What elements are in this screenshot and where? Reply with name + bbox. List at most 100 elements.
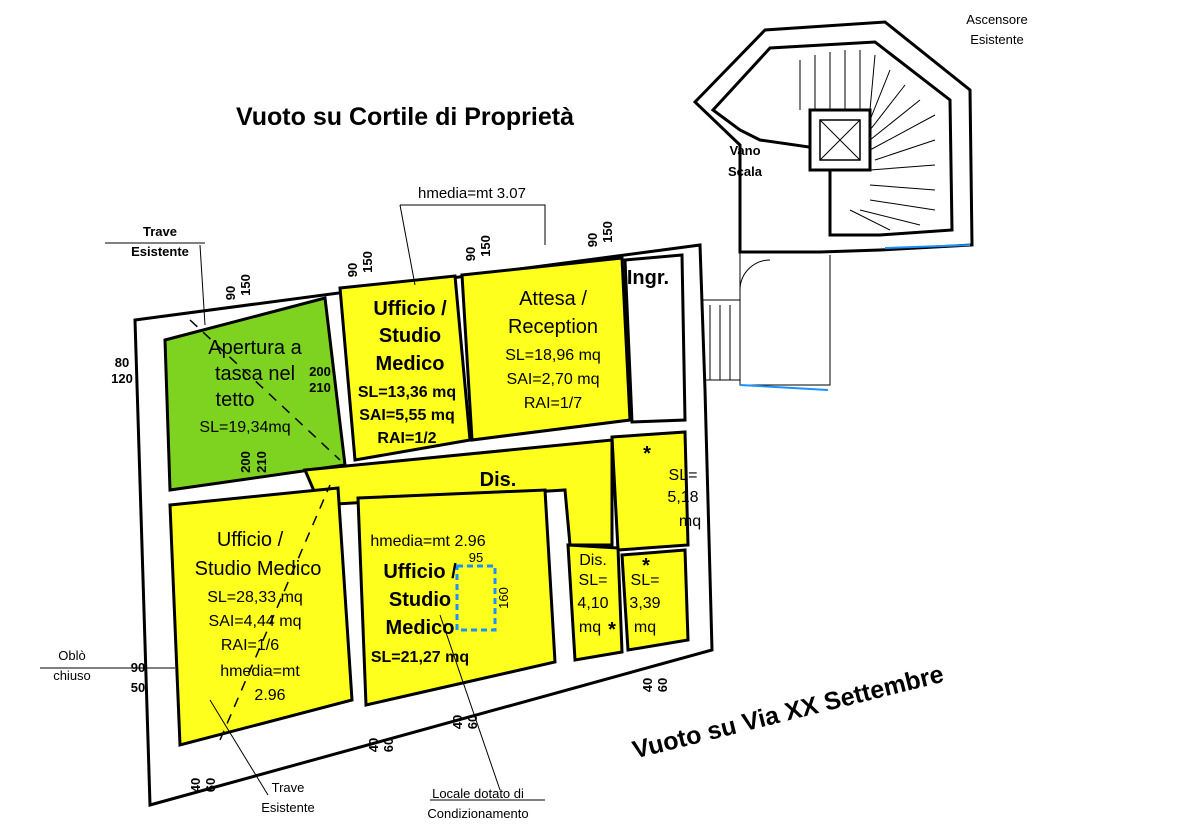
room-entrance-label: Ingr.: [627, 267, 669, 289]
room-area: SL=21,27 mq: [371, 649, 469, 666]
room-dis-small-labels: Dis. SL= 4,10 mq *: [577, 552, 616, 641]
room-name: tasca nel: [215, 363, 295, 385]
room-name: Medico: [376, 353, 445, 375]
elevator-label-2: Esistente: [970, 32, 1023, 47]
skylight-width: 95: [469, 550, 483, 565]
room-hmedia: 2.96: [254, 687, 285, 704]
room-entrance: [623, 253, 687, 424]
window-height: 150: [478, 235, 493, 257]
oblo-height: 50: [131, 680, 145, 695]
beam-top-label-1: Trave: [143, 224, 177, 239]
window-width: 90: [585, 233, 600, 247]
room-office-top-labels: Ufficio / Studio Medico SL=13,36 mq SAI=…: [358, 298, 456, 447]
room-area: SL=13,36 mq: [358, 384, 456, 401]
room-sai: SAI=2,70 mq: [507, 371, 600, 388]
window-height: 150: [600, 221, 615, 243]
room-name: Apertura a: [208, 337, 302, 359]
ac-label-1: Locale dotato di: [432, 786, 524, 801]
skylight-marker: [455, 564, 497, 632]
window-width: 40: [366, 738, 381, 752]
room-office-mid-labels: hmedia=mt 2.96 95 160 Ufficio / Studio M…: [370, 533, 511, 666]
window-height: 60: [203, 778, 218, 792]
room-area: mq: [679, 513, 701, 530]
door-height: 210: [254, 451, 269, 473]
stair-label-1: Vano: [729, 143, 760, 158]
room-wc-small: [620, 548, 690, 652]
room-name: Studio: [389, 589, 451, 611]
room-reception: [460, 256, 632, 442]
window-width: 40: [188, 778, 203, 792]
room-area: mq: [579, 619, 601, 636]
room-area: SL=: [579, 572, 608, 589]
room-name: Studio Medico: [195, 558, 322, 580]
door-width: 200: [309, 364, 331, 379]
marker: *: [608, 619, 616, 641]
room-rai: RAI=1/2: [377, 430, 436, 447]
room-hmedia: hmedia=mt 2.96: [370, 533, 485, 550]
room-wc-large: [610, 430, 690, 552]
dimension-labels: 90 150 90 150 90 150 90 150 80 120 200 2…: [111, 221, 670, 792]
window-height: 120: [111, 371, 133, 386]
room-sai: SAI=4,44 mq: [209, 613, 302, 630]
room-corridor-label: Dis.: [480, 469, 517, 491]
room-name: Reception: [508, 316, 598, 338]
room-name: Dis.: [579, 552, 607, 569]
beam-bottom-label-1: Trave: [272, 780, 305, 795]
room-area: SL=28,33 mq: [207, 589, 303, 606]
window-width: 90: [345, 263, 360, 277]
door-height: 210: [309, 380, 331, 395]
room-name: Medico: [386, 617, 455, 639]
room-area: SL=19,34mq: [199, 419, 290, 436]
window-width: 40: [640, 678, 655, 692]
room-area: SL=18,96 mq: [505, 347, 601, 364]
room-office-left-labels: Ufficio / Studio Medico SL=28,33 mq SAI=…: [195, 529, 322, 704]
room-name: Studio: [379, 325, 441, 347]
room-rai: RAI=1/7: [524, 395, 582, 412]
room-area: 4,10: [577, 595, 608, 612]
room-rai: RAI=1/6: [221, 637, 279, 654]
room-wc-small-labels: * SL= 3,39 mq: [629, 555, 660, 636]
door-width: 200: [238, 451, 253, 473]
room-area: 5,18: [667, 489, 698, 506]
window-width: 80: [115, 355, 129, 370]
title-courtyard: Vuoto su Cortile di Proprietà: [236, 103, 574, 131]
room-name: Attesa /: [519, 288, 587, 310]
room-area: SL=: [669, 467, 698, 484]
room-name: Ufficio /: [217, 529, 284, 551]
room-area: 3,39: [629, 595, 660, 612]
window-height: 60: [381, 738, 396, 752]
room-name: tetto: [216, 389, 255, 411]
room-hmedia: hmedia=mt: [220, 663, 300, 680]
stair-tower: [680, 20, 974, 391]
skylight-height: 160: [496, 587, 511, 609]
beam-bottom-label-2: Esistente: [261, 800, 314, 815]
marker: *: [643, 443, 651, 465]
window-height: 150: [238, 274, 253, 296]
room-office-top: [338, 274, 472, 462]
room-roof-opening-labels: Apertura a tasca nel tetto SL=19,34mq: [199, 337, 302, 436]
window-height: 60: [465, 715, 480, 729]
hmedia-top: hmedia=mt 3.07: [418, 185, 526, 202]
window-width: 90: [463, 247, 478, 261]
oblo-label-1: Oblò: [58, 648, 85, 663]
room-area: SL=: [631, 572, 660, 589]
window-height: 60: [655, 678, 670, 692]
room-area: mq: [634, 619, 656, 636]
beam-top-label-2: Esistente: [131, 244, 189, 259]
elevator-label-1: Ascensore: [966, 12, 1027, 27]
window-width: 90: [223, 286, 238, 300]
stair-label-2: Scala: [728, 164, 763, 179]
window-width: 40: [450, 715, 465, 729]
room-name: Ufficio /: [373, 298, 447, 320]
room-office-left: [168, 486, 354, 747]
room-name: Ufficio /: [383, 561, 457, 583]
ac-label-2: Condizionamento: [427, 806, 528, 821]
oblo-width: 90: [131, 660, 145, 675]
room-reception-labels: Attesa / Reception SL=18,96 mq SAI=2,70 …: [505, 288, 601, 412]
room-dis-small: [566, 543, 624, 662]
room-wc-large-labels: * SL= 5,18 mq: [643, 443, 701, 530]
marker: *: [642, 555, 650, 577]
window-height: 150: [360, 251, 375, 273]
oblo-label-2: chiuso: [53, 668, 91, 683]
